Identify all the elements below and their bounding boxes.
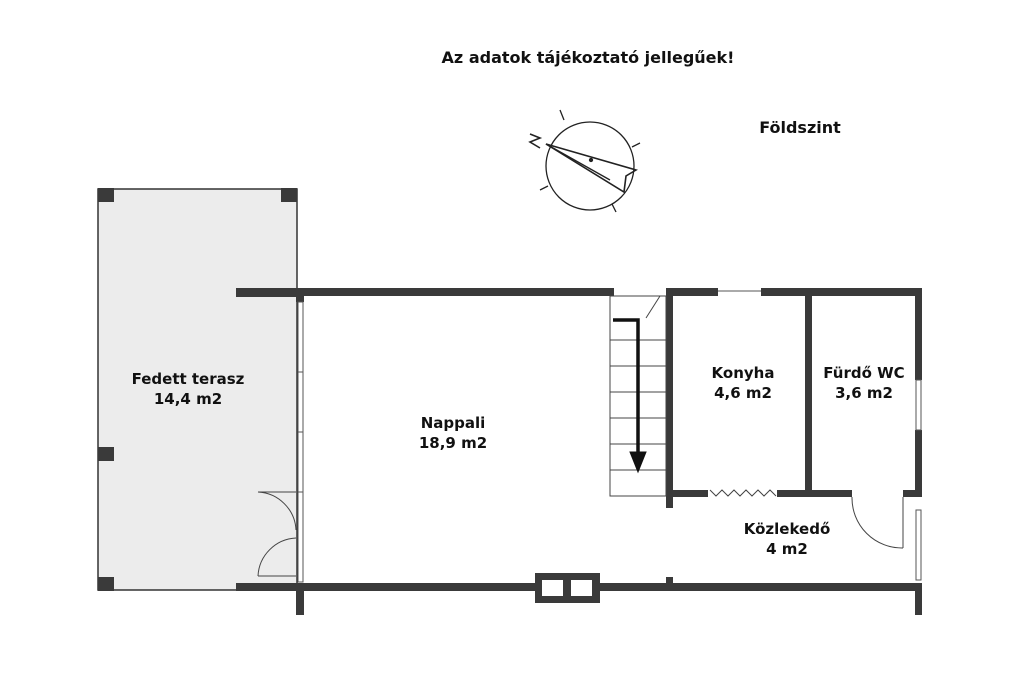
room-kitchen-name: Konyha: [712, 364, 775, 382]
room-terrace-name: Fedett terasz: [132, 370, 245, 388]
room-bathroom-area: 3,6 m2: [835, 384, 893, 402]
room-hallway-name: Közlekedő: [744, 520, 831, 538]
window-right: [915, 379, 922, 581]
room-terrace-area: 14,4 m2: [154, 390, 222, 408]
terrace-door: [257, 491, 297, 577]
room-kitchen-area: 4,6 m2: [714, 384, 772, 402]
disclaimer-notice: Az adatok tájékoztató jellegűek!: [442, 48, 735, 67]
room-living-name: Nappali: [421, 414, 486, 432]
walls: [236, 288, 922, 615]
staircase-icon: [609, 295, 667, 497]
kitchen-counter-line: [709, 489, 777, 497]
room-bathroom-name: Fürdő WC: [823, 364, 904, 382]
room-hallway-area: 4 m2: [766, 540, 808, 558]
floor-title: Földszint: [759, 118, 841, 137]
bathroom-door: [851, 496, 904, 549]
covered-terrace: [97, 188, 298, 591]
room-living-area: 18,9 m2: [419, 434, 487, 452]
bottom-window: [535, 573, 600, 603]
north-arrow-compass-icon: [528, 109, 641, 213]
window-strip-left: [297, 301, 304, 583]
